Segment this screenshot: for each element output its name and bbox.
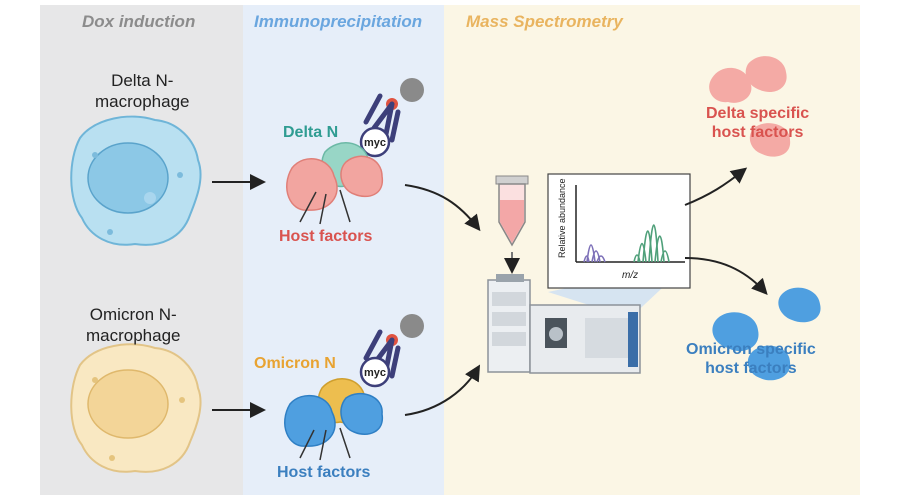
delta-specific-proteins	[709, 56, 791, 157]
delta-myc-label: myc	[364, 137, 386, 149]
mass-spectrometry-title: Mass Spectrometry	[466, 12, 623, 31]
omicron-cell-label-line2: macrophage	[86, 326, 181, 345]
omicron-specific-label: Omicron specific host factors	[686, 340, 816, 378]
delta-cell-label-line2: macrophage	[95, 92, 190, 111]
delta-cell-label-line1: Delta N-	[111, 71, 174, 90]
omicron-specific-line1: Omicron specific	[686, 341, 816, 358]
host-factors-top-label: Host factors	[279, 228, 373, 245]
arrow-to-delta-results	[684, 167, 748, 206]
delta-macrophage-cell	[70, 115, 202, 246]
delta-n-label: Delta N	[283, 124, 339, 141]
omicron-cell-label-line1: Omicron N-	[89, 305, 177, 324]
omicron-cell-label: Omicron N- macrophage	[86, 304, 181, 346]
spectrum-ylabel: Relative abundance	[557, 178, 567, 258]
mass-spectrum-plot	[547, 173, 691, 289]
spectrum-xlabel: m/z	[622, 270, 638, 281]
omicron-peak-cluster	[583, 244, 606, 263]
omicron-myc-label: myc	[364, 367, 386, 379]
omicron-n-label: Omicron N	[254, 355, 336, 372]
omicron-ip-complex	[284, 314, 424, 461]
arrow-to-omicron-results	[684, 257, 768, 295]
host-factors-bottom-label: Host factors	[277, 464, 371, 481]
arrow-omicron-ip-to-ms	[404, 364, 481, 416]
delta-ip-complex	[286, 78, 424, 225]
omicron-myc-tag	[359, 356, 391, 388]
delta-cell-label: Delta N- macrophage	[95, 70, 190, 112]
omicron-specific-proteins	[712, 287, 821, 381]
arrow-delta-ip-to-ms	[404, 184, 481, 232]
delta-specific-label: Delta specific host factors	[706, 104, 809, 142]
delta-specific-line1: Delta specific	[706, 105, 810, 122]
sample-tube	[495, 175, 529, 274]
dox-induction-title: Dox induction	[82, 12, 196, 31]
omicron-specific-line2: host factors	[705, 360, 797, 377]
delta-peak-cluster	[633, 224, 670, 263]
omicron-macrophage-cell	[70, 343, 202, 473]
delta-myc-tag	[359, 126, 391, 158]
delta-specific-line2: host factors	[711, 124, 804, 141]
immunoprecipitation-title: Immunoprecipitation	[254, 12, 423, 31]
